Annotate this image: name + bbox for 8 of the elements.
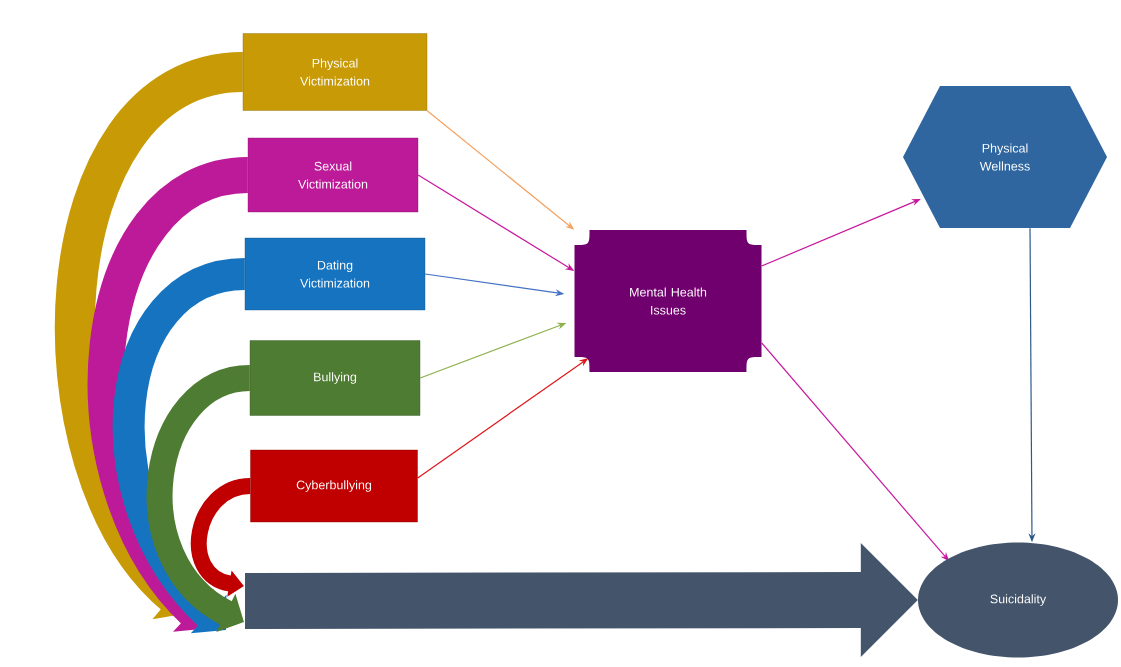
process-box: Bullying — [249, 340, 421, 416]
hexagon: Physical Wellness — [903, 86, 1107, 228]
plaque-box: Mental Health Issues — [574, 230, 762, 372]
process-box: Sexual Victimization — [247, 137, 419, 213]
block-arrow — [245, 543, 918, 657]
process-box: Physical Victimization — [242, 33, 428, 111]
process-box: Dating Victimization — [244, 237, 426, 311]
process-box: Cyberbullying — [250, 449, 418, 523]
